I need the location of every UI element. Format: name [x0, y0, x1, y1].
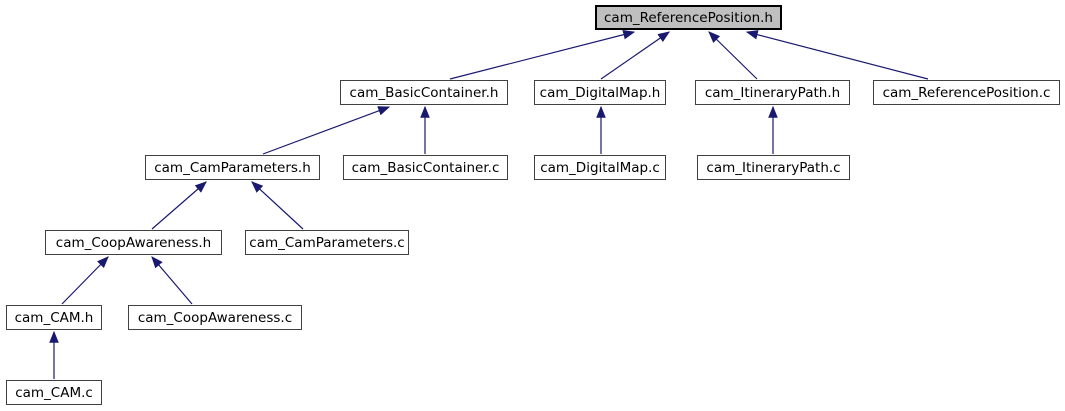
- edge-cam_ItineraryPath.h-to-cam_ReferencePosition.h: [708, 31, 758, 80]
- node-cam_CamParameters-h[interactable]: cam_CamParameters.h: [145, 155, 320, 180]
- edge-cam_CoopAwareness.c-to-cam_CoopAwareness.h: [151, 256, 193, 305]
- edge-cam_BasicContainer.h-to-cam_ReferencePosition.h: [449, 30, 636, 80]
- node-cam_CoopAwareness-c[interactable]: cam_CoopAwareness.c: [128, 305, 302, 330]
- edge-cam_CamParameters.c-to-cam_CamParameters.h: [251, 181, 304, 230]
- node-cam_DigitalMap-c[interactable]: cam_DigitalMap.c: [534, 155, 666, 180]
- node-cam_ReferencePosition-c[interactable]: cam_ReferencePosition.c: [873, 80, 1060, 105]
- node-cam_DigitalMap-h[interactable]: cam_DigitalMap.h: [534, 80, 666, 105]
- node-cam_CAM-h[interactable]: cam_CAM.h: [6, 305, 102, 330]
- node-cam_ItineraryPath-h[interactable]: cam_ItineraryPath.h: [695, 80, 850, 105]
- node-cam_CAM-c[interactable]: cam_CAM.c: [6, 380, 102, 405]
- node-cam_BasicContainer-c[interactable]: cam_BasicContainer.c: [343, 155, 508, 180]
- node-cam_BasicContainer-h[interactable]: cam_BasicContainer.h: [340, 80, 508, 105]
- edge-cam_CamParameters.h-to-cam_BasicContainer.h: [262, 106, 391, 155]
- edge-cam_CoopAwareness.h-to-cam_CamParameters.h: [151, 181, 207, 230]
- edge-cam_ReferencePosition.c-to-cam_ReferencePosition.h: [745, 30, 929, 80]
- node-cam_ItineraryPath-c[interactable]: cam_ItineraryPath.c: [697, 155, 850, 180]
- node-cam_CoopAwareness-h[interactable]: cam_CoopAwareness.h: [45, 230, 222, 255]
- node-cam_CamParameters-c[interactable]: cam_CamParameters.c: [245, 230, 409, 255]
- node-cam_ReferencePosition-h: cam_ReferencePosition.h: [595, 5, 782, 30]
- edge-cam_CAM.h-to-cam_CoopAwareness.h: [61, 256, 109, 305]
- edge-cam_DigitalMap.h-to-cam_ReferencePosition.h: [600, 31, 670, 80]
